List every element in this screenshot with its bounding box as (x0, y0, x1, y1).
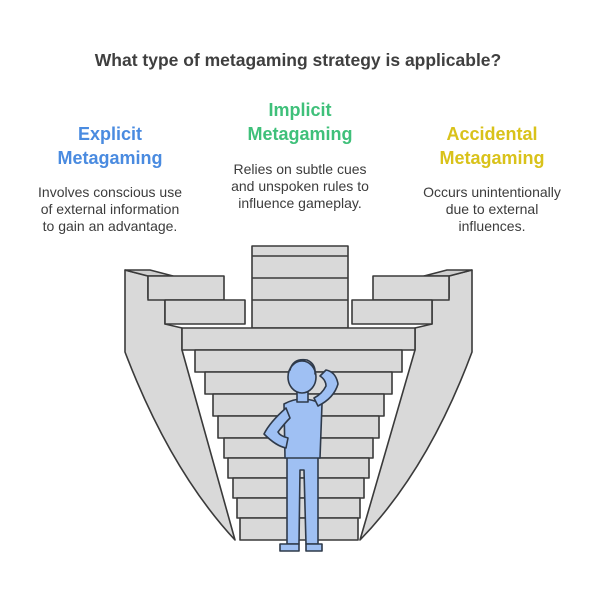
explicit-description-line-2: of external information (40, 201, 180, 217)
implicit-heading-line-1: Implicit (268, 100, 332, 120)
explicit-heading: Explicit Metagaming (30, 122, 190, 170)
left-step-1 (147, 275, 225, 301)
implicit-heading: Implicit Metagaming (220, 98, 380, 146)
accidental-heading-line-2: Metagaming (439, 148, 545, 168)
accidental-heading: Accidental Metagaming (412, 122, 572, 170)
right-step-1 (372, 275, 450, 301)
person-icon (263, 358, 339, 552)
center-tower (251, 245, 349, 329)
accidental-description: Occurs unintentionally due to external i… (402, 184, 582, 235)
explicit-description-line-3: to gain an advantage. (42, 218, 178, 234)
page-title: What type of metagaming strategy is appl… (94, 50, 502, 70)
implicit-description-line-3: influence gameplay. (238, 195, 362, 211)
implicit-description-line-2: and unspoken rules to (231, 178, 369, 194)
implicit-description-line-1: Relies on subtle cues (233, 161, 367, 177)
center-step-1 (181, 327, 416, 351)
explicit-description: Involves conscious use of external infor… (20, 184, 200, 235)
accidental-description-line-1: Occurs unintentionally (423, 184, 561, 200)
implicit-heading-line-2: Metagaming (247, 124, 353, 144)
accidental-description-line-2: due to external (445, 201, 539, 217)
accidental-description-line-3: influences. (458, 218, 526, 234)
explicit-heading-line-1: Explicit (77, 124, 143, 144)
explicit-heading-line-2: Metagaming (57, 148, 163, 168)
right-step-2 (351, 299, 433, 325)
accidental-heading-line-1: Accidental (446, 124, 538, 144)
implicit-description: Relies on subtle cues and unspoken rules… (210, 161, 390, 212)
explicit-description-line-1: Involves conscious use (38, 184, 182, 200)
left-step-2 (164, 299, 246, 325)
